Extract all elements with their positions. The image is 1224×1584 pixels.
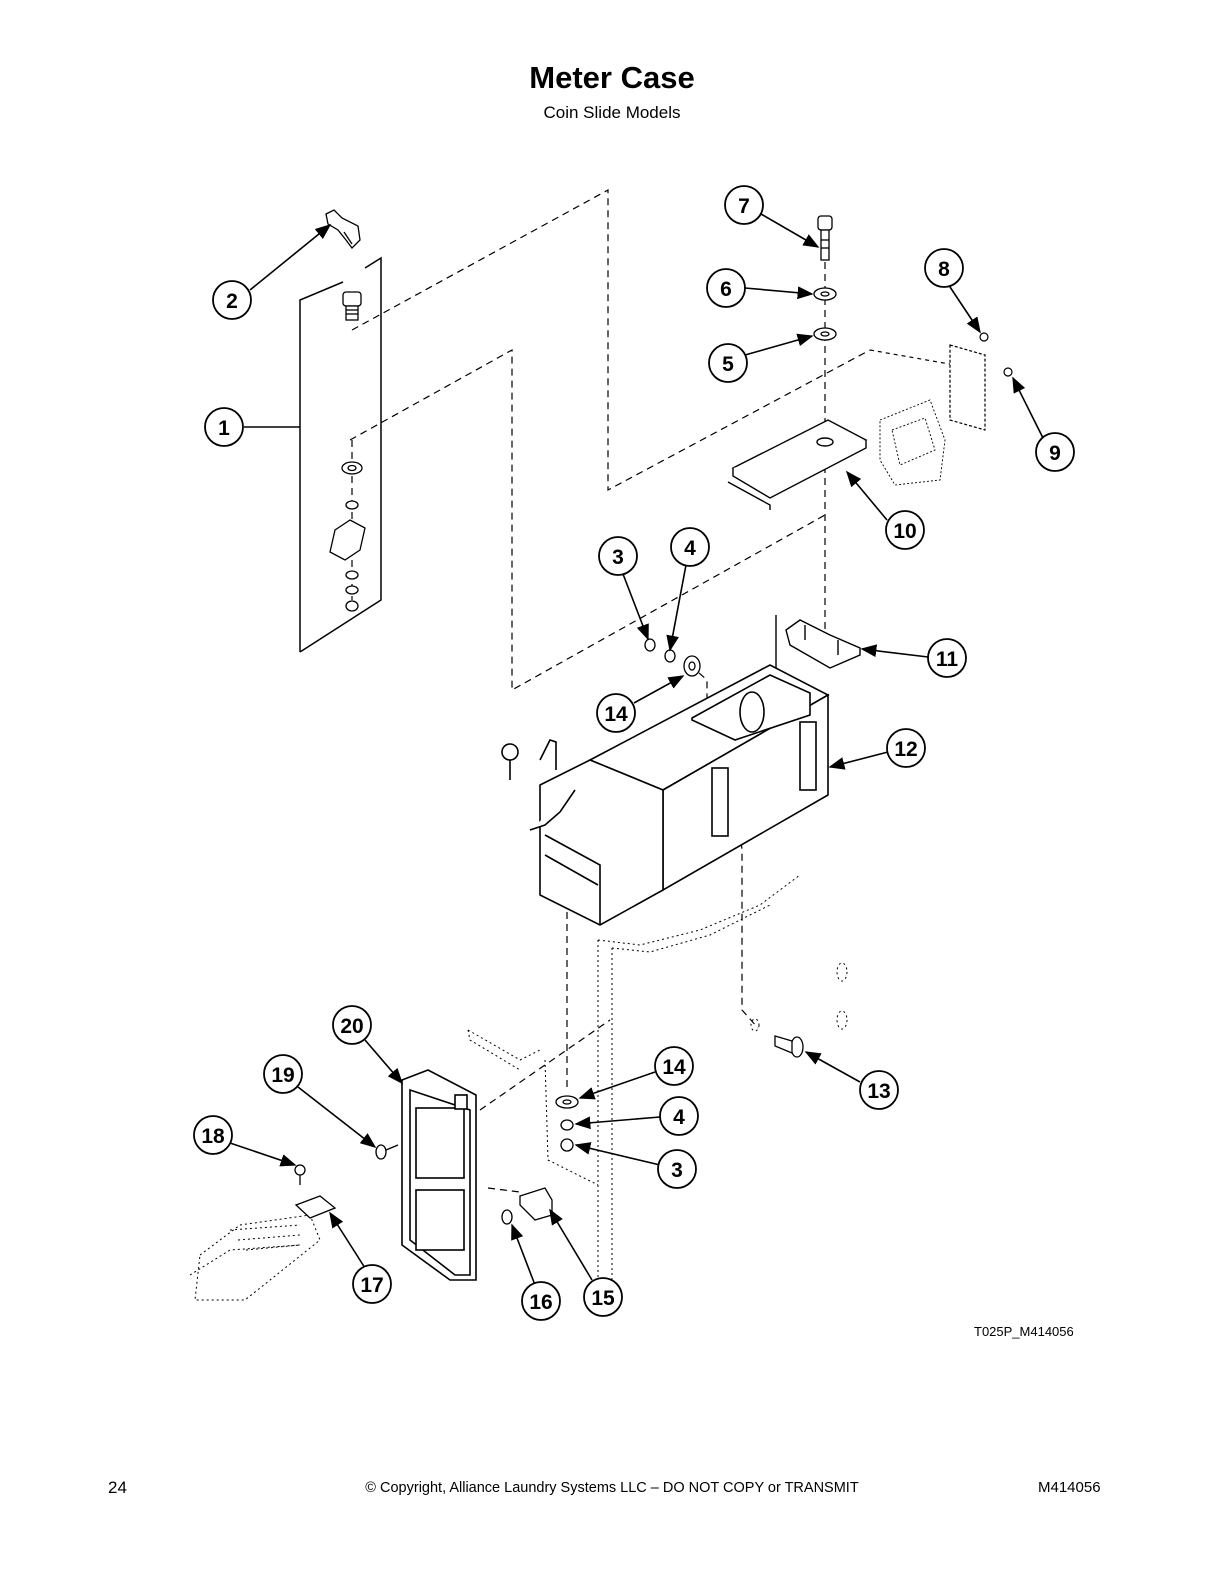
callout-7: 7 <box>724 185 764 225</box>
callout-13-label: 13 <box>867 1080 890 1103</box>
mounting-plate <box>727 419 868 510</box>
callout-5-label: 5 <box>722 353 734 376</box>
callout-6: 6 <box>706 268 746 308</box>
callout-6-label: 6 <box>720 278 732 301</box>
callout-20: 20 <box>332 1005 372 1045</box>
callout-10-label: 10 <box>893 520 916 543</box>
assembly-center-lines <box>349 188 956 1193</box>
callout-2: 2 <box>212 280 252 320</box>
callout-4-label: 4 <box>673 1106 685 1129</box>
callout-14-upper: 14 <box>596 693 636 733</box>
callout-4-upper: 4 <box>670 527 710 567</box>
callout-15: 15 <box>583 1277 623 1317</box>
clip-bracket <box>775 615 861 680</box>
cabinet-reference-outline <box>189 874 848 1301</box>
callout-18-label: 18 <box>201 1125 225 1148</box>
callout-12-label: 12 <box>894 738 917 761</box>
page-number: 24 <box>108 1478 127 1497</box>
copyright-notice: © Copyright, Alliance Laundry Systems LL… <box>365 1480 859 1496</box>
callout-1-label: 1 <box>218 417 230 440</box>
page-title: Meter Case <box>529 60 695 95</box>
callout-14-lower: 14 <box>654 1046 694 1086</box>
document-number: M414056 <box>1038 1479 1101 1496</box>
drawing-code: T025P_M414056 <box>974 1324 1074 1339</box>
callout-16-label: 16 <box>529 1291 552 1314</box>
page-subtitle: Coin Slide Models <box>543 103 681 122</box>
callout-15-label: 15 <box>591 1287 615 1310</box>
coin-slide-frame <box>401 1069 477 1281</box>
coin-mechanism-outline <box>879 399 946 486</box>
upper-nut-washers <box>644 638 701 677</box>
callout-9: 9 <box>1035 432 1075 472</box>
callout-9-label: 9 <box>1049 442 1061 465</box>
leader-lines <box>229 213 1044 1286</box>
callout-20-label: 20 <box>340 1015 363 1038</box>
callout-8-label: 8 <box>938 258 950 281</box>
callout-2-label: 2 <box>226 290 238 313</box>
callout-7-label: 7 <box>738 195 750 218</box>
key-part <box>325 209 361 249</box>
callout-18: 18 <box>193 1115 233 1155</box>
callout-4-lower: 4 <box>659 1096 699 1136</box>
callout-14-label: 14 <box>604 703 628 726</box>
callout-12: 12 <box>886 728 926 768</box>
callout-10: 10 <box>885 510 925 550</box>
callout-5: 5 <box>708 343 748 383</box>
callout-19-label: 19 <box>271 1064 294 1087</box>
callout-3-upper: 3 <box>598 536 638 576</box>
callout-3-lower: 3 <box>657 1149 697 1189</box>
callout-17: 17 <box>352 1264 392 1304</box>
callout-14-label: 14 <box>662 1056 686 1079</box>
lock-assembly-panel <box>299 256 382 653</box>
callout-8: 8 <box>924 248 964 288</box>
callout-11: 11 <box>927 638 967 678</box>
lock-cylinder-parts <box>329 291 366 612</box>
callout-11-label: 11 <box>936 648 959 671</box>
callout-3-label: 3 <box>612 546 624 569</box>
lower-nut-washers <box>555 1095 579 1152</box>
meter-case-body <box>501 664 830 926</box>
callout-17-label: 17 <box>360 1274 383 1297</box>
callout-1: 1 <box>204 407 244 447</box>
bolt-and-washers <box>813 215 837 341</box>
callout-19: 19 <box>263 1054 303 1094</box>
carriage-bolt <box>774 1035 804 1058</box>
callout-13: 13 <box>859 1070 899 1110</box>
callout-3-label: 3 <box>671 1159 683 1182</box>
side-bracket <box>949 332 1013 431</box>
callout-4-label: 4 <box>684 537 696 560</box>
callout-16: 16 <box>521 1281 561 1321</box>
small-fasteners <box>294 1144 553 1225</box>
